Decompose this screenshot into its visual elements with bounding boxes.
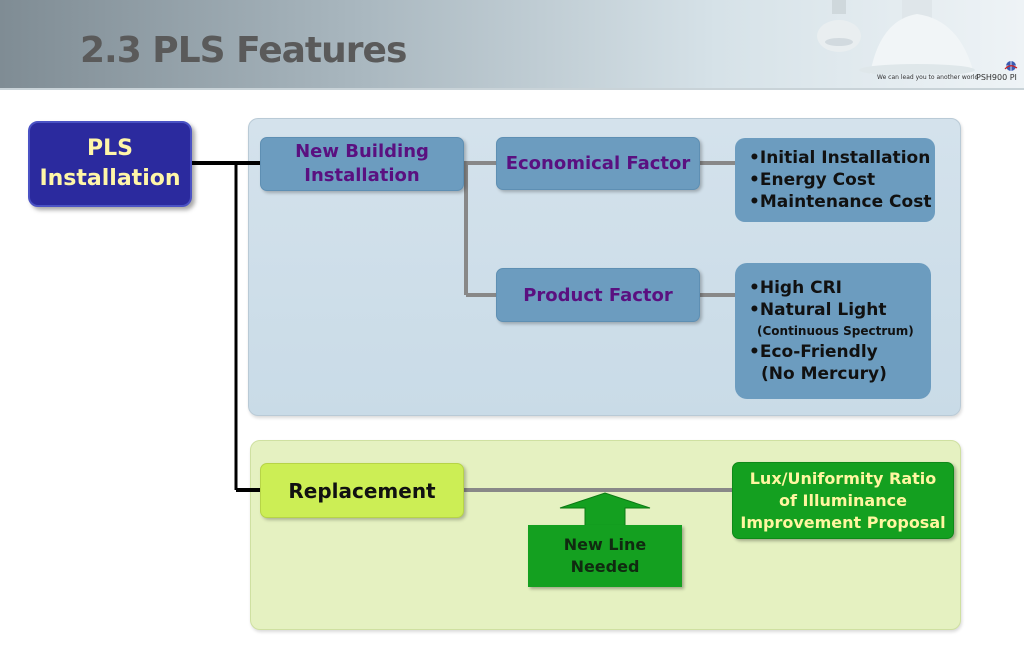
new-building-label-line1: New Building [295,141,429,162]
pls-installation-box: PLS Installation [28,121,192,207]
pls-label-line1: PLS [86,136,133,161]
list-item-note: (No Mercury) [761,364,887,384]
economical-factor-list: •Initial Installation •Energy Cost •Main… [735,138,935,222]
proposal-line2: of Illuminance [779,490,907,510]
product-label: PSH900 PI [976,73,1017,82]
new-building-installation-box: New Building Installation [260,137,464,191]
replacement-box: Replacement [260,463,464,518]
list-item: •Energy Cost [749,170,876,190]
economical-factor-label: Economical Factor [505,153,691,174]
world-first-logo-icon [1004,61,1018,71]
new-line-label-line1: New Line [563,535,647,554]
page-title: 2.3 PLS Features [80,30,407,71]
list-item-note: (Continuous Spectrum) [757,324,914,338]
list-item: •Eco-Friendly [749,342,878,362]
list-item: •Natural Light [749,300,887,320]
economical-factor-box: Economical Factor [496,137,700,190]
product-factor-list: •High CRI •Natural Light (Continuous Spe… [735,263,931,399]
product-factor-label: Product Factor [523,284,673,306]
improvement-proposal-box: Lux/Uniformity Ratio of Illuminance Impr… [732,462,954,539]
replacement-label: Replacement [288,478,436,503]
pls-label-line2: Installation [39,166,181,191]
product-factor-box: Product Factor [496,268,700,322]
proposal-line1: Lux/Uniformity Ratio [749,468,937,488]
list-item: •Maintenance Cost [749,192,932,212]
lamp-icon [817,0,975,74]
proposal-line3: Improvement Proposal [740,512,946,532]
list-item: •High CRI [749,278,843,298]
header-divider [0,88,1024,90]
new-line-needed-box: New Line Needed [528,525,682,587]
list-item: •Initial Installation [749,148,931,168]
tagline: We can lead you to another world [877,74,979,81]
new-line-label-line2: Needed [570,557,640,576]
new-building-label-line2: Installation [304,165,420,186]
